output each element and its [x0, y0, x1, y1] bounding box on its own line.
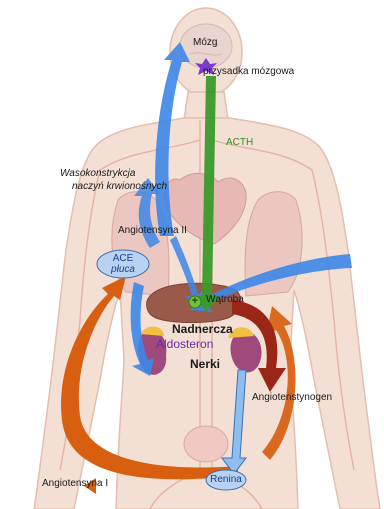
- acth-label: ACTH: [226, 137, 253, 149]
- vasoconstriction-label-line1: Wasokonstrykcja: [60, 168, 135, 180]
- angiotensinogen-label: Angiotenstynogen: [252, 392, 332, 404]
- aldosterone-label: Aldosteron: [156, 338, 213, 352]
- liver-label: Wątroba: [206, 294, 244, 306]
- plus-label: +: [191, 295, 199, 308]
- angiotensin1-label: Angiotensyna I: [42, 478, 108, 490]
- kidneys-label: Nerki: [190, 358, 220, 372]
- lungs-label: płuca: [106, 264, 140, 276]
- vasoconstriction-label-line2: naczyń krwionośnych: [72, 181, 167, 193]
- pituitary-label: przysadka mózgowa: [203, 66, 294, 78]
- angiotensin2-label: Angiotensyna II: [118, 225, 187, 237]
- brain-label: Mózg: [193, 37, 217, 49]
- bladder-shape: [184, 426, 228, 462]
- adrenal-label: Nadnercza: [172, 323, 233, 337]
- ace-label: ACE: [110, 253, 136, 265]
- renin-label: Renina: [207, 474, 245, 486]
